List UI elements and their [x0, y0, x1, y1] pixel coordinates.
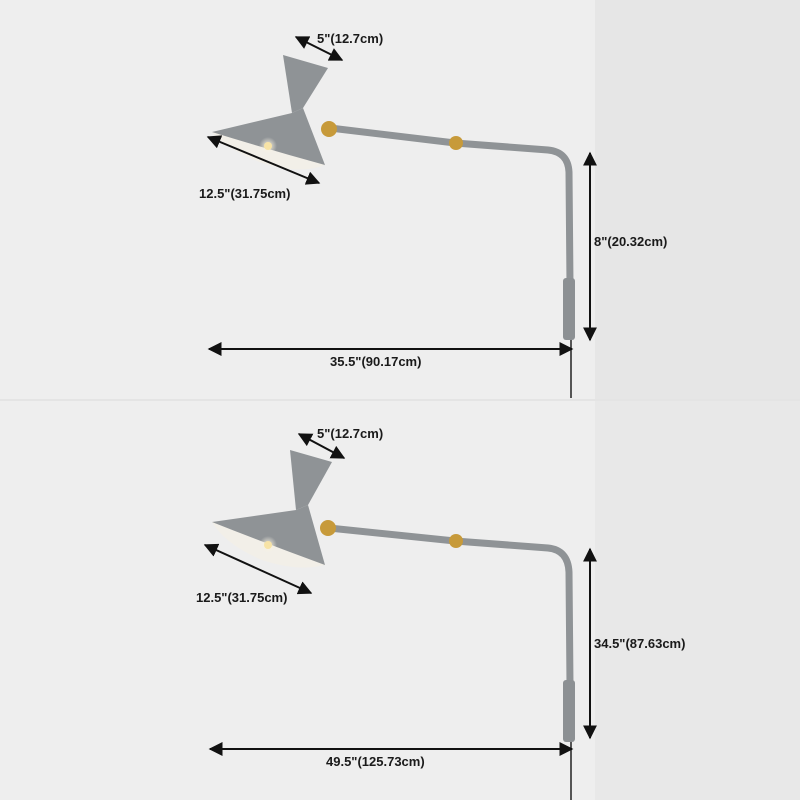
- lamp-top: [212, 55, 575, 398]
- label-shade-top-width-2: 5"(12.7cm): [317, 426, 384, 441]
- label-shade-bottom-width-2: 12.5"(31.75cm): [196, 590, 288, 605]
- dim-line-shade-bottom-1: [206, 135, 321, 185]
- dim-line-shade-top-2: [297, 433, 346, 459]
- label-drop-height-2: 34.5"(87.63cm): [594, 636, 686, 651]
- wall-shade-top: [595, 0, 800, 400]
- lamp-bottom: [212, 450, 575, 800]
- dim-line-shade-bottom-2: [203, 543, 313, 595]
- label-shade-top-width-1: 5"(12.7cm): [317, 31, 384, 46]
- label-arm-length-2: 49.5"(125.73cm): [326, 754, 425, 769]
- label-shade-bottom-width-1: 12.5"(31.75cm): [199, 186, 291, 201]
- dim-line-shade-top-1: [294, 36, 344, 61]
- label-drop-height-1: 8"(20.32cm): [594, 234, 668, 249]
- label-arm-length-1: 35.5"(90.17cm): [330, 354, 422, 369]
- wall-shade-bottom: [595, 400, 800, 800]
